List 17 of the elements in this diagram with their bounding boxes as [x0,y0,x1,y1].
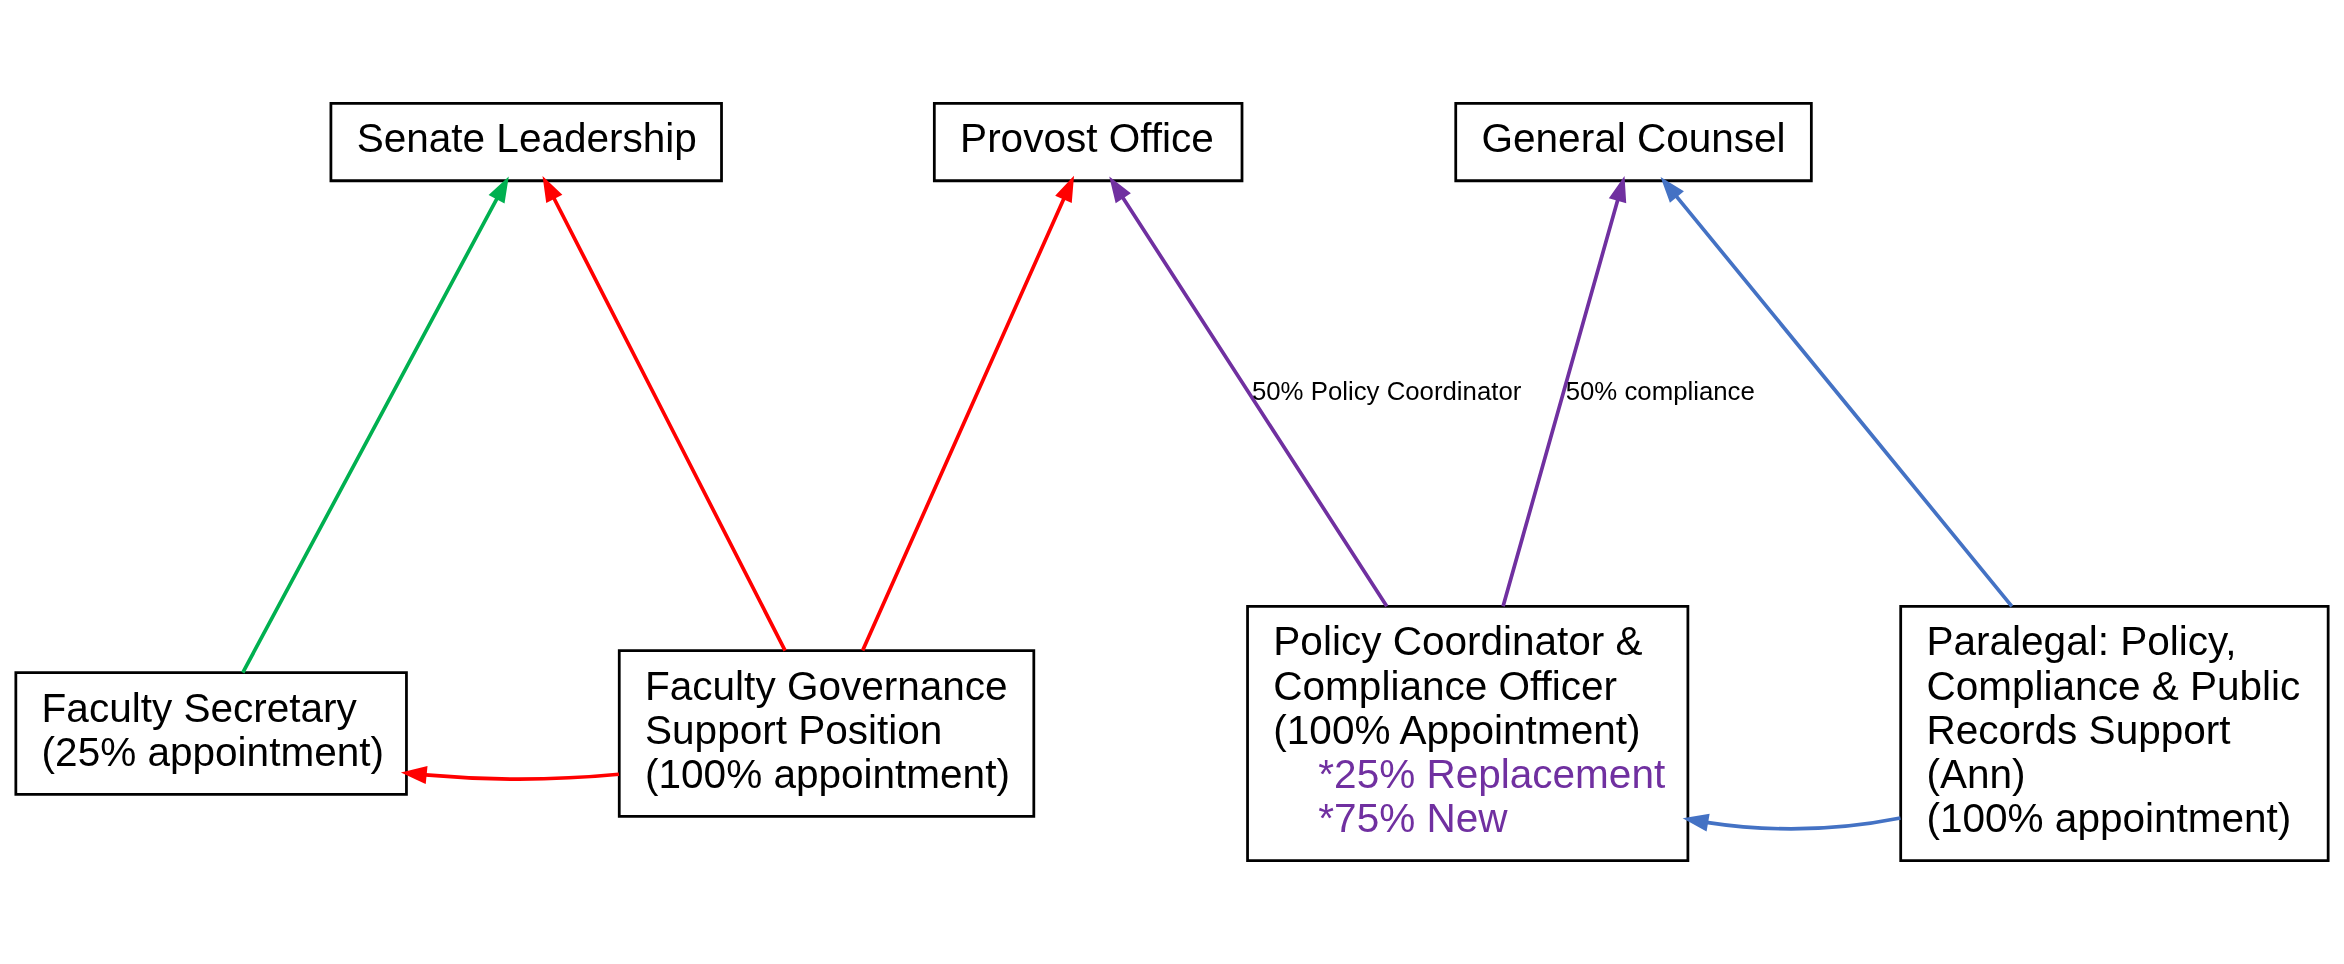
arrow [1682,813,1901,832]
arrow [1501,175,1627,607]
node-box: Faculty Governance Support Position (100% appointment) [617,649,1036,818]
node-box: Provost Office [932,102,1244,183]
node-box: Senate Leadership [329,102,723,183]
arrow [241,176,509,674]
arrow [542,175,787,652]
arrow [400,766,620,785]
node-box: Paralegal: Policy, Compliance & Public Records Support (Ann) (100% appointment) [1899,605,2330,862]
edge-label: 50% compliance [1565,377,1755,406]
edge-label: 50% Policy Coordinator [1251,377,1522,406]
arrow [1109,176,1389,608]
node-box: Policy Coordinator & Compliance Officer (100% Appointment) *25% Replacement *75% New [1246,605,1690,862]
node-box: General Counsel [1454,102,1813,183]
node-box: Faculty Secretary (25% appointment) [14,671,408,796]
arrow [1660,176,2014,608]
arrow [860,175,1074,652]
